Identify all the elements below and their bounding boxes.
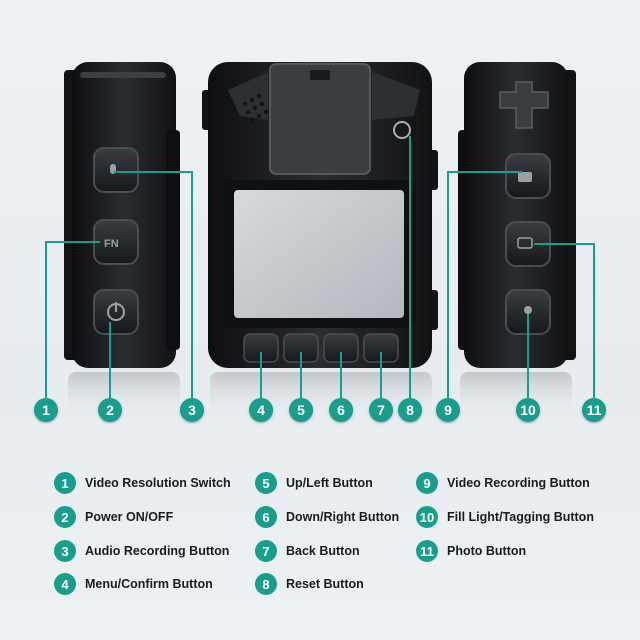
callout-9: 9 <box>436 398 460 422</box>
floor-reflection <box>68 372 572 418</box>
legend-item-5: 5 Up/Left Button <box>255 471 373 495</box>
legend-label: Menu/Confirm Button <box>85 577 213 591</box>
callout-3: 3 <box>180 398 204 422</box>
legend-item-9: 9 Video Recording Button <box>416 471 590 495</box>
right-side-view <box>458 62 576 368</box>
callout-7: 7 <box>369 398 393 422</box>
legend-label: Back Button <box>286 544 360 558</box>
legend-label: Audio Recording Button <box>85 544 230 558</box>
reset-button[interactable] <box>393 121 411 139</box>
legend-item-2: 2 Power ON/OFF <box>54 505 173 529</box>
legend-label: Up/Left Button <box>286 476 373 490</box>
camera-lens-housing <box>269 63 371 175</box>
callout-6: 6 <box>329 398 353 422</box>
fn-button-label: FN <box>104 238 119 250</box>
legend-label: Video Recording Button <box>447 476 590 490</box>
legend-item-8: 8 Reset Button <box>255 572 364 596</box>
legend-item-7: 7 Back Button <box>255 539 360 563</box>
legend-label: Down/Right Button <box>286 510 400 524</box>
callout-2: 2 <box>98 398 122 422</box>
legend-item-3: 3 Audio Recording Button <box>54 539 229 563</box>
legend-label: Fill Light/Tagging Button <box>447 510 594 524</box>
callout-11: 11 <box>582 398 606 422</box>
legend-label: Video Resolution Switch <box>85 476 231 490</box>
callout-10: 10 <box>516 398 540 422</box>
legend-label: Reset Button <box>286 577 364 591</box>
video-camera-icon <box>518 172 532 182</box>
callout-1: 1 <box>34 398 58 422</box>
callout-4: 4 <box>249 398 273 422</box>
legend-label: Power ON/OFF <box>85 510 174 524</box>
screen <box>234 190 404 318</box>
leader-lines <box>45 136 595 398</box>
legend-item-1: 1 Video Resolution Switch <box>54 471 231 495</box>
legend-item-6: 6 Down/Right Button <box>255 505 399 529</box>
callout-5: 5 <box>289 398 313 422</box>
legend-item-4: 4 Menu/Confirm Button <box>54 572 213 596</box>
legend-label: Photo Button <box>447 544 527 558</box>
photo-icon <box>517 237 533 249</box>
usb-port-cover <box>499 81 549 129</box>
legend-item-11: 11 Photo Button <box>416 539 526 563</box>
light-icon <box>524 306 532 314</box>
left-side-view <box>64 62 180 368</box>
front-view <box>202 62 438 368</box>
speaker-grille <box>243 94 268 122</box>
callout-8: 8 <box>398 398 422 422</box>
legend-item-10: 10 Fill Light/Tagging Button <box>416 505 594 529</box>
